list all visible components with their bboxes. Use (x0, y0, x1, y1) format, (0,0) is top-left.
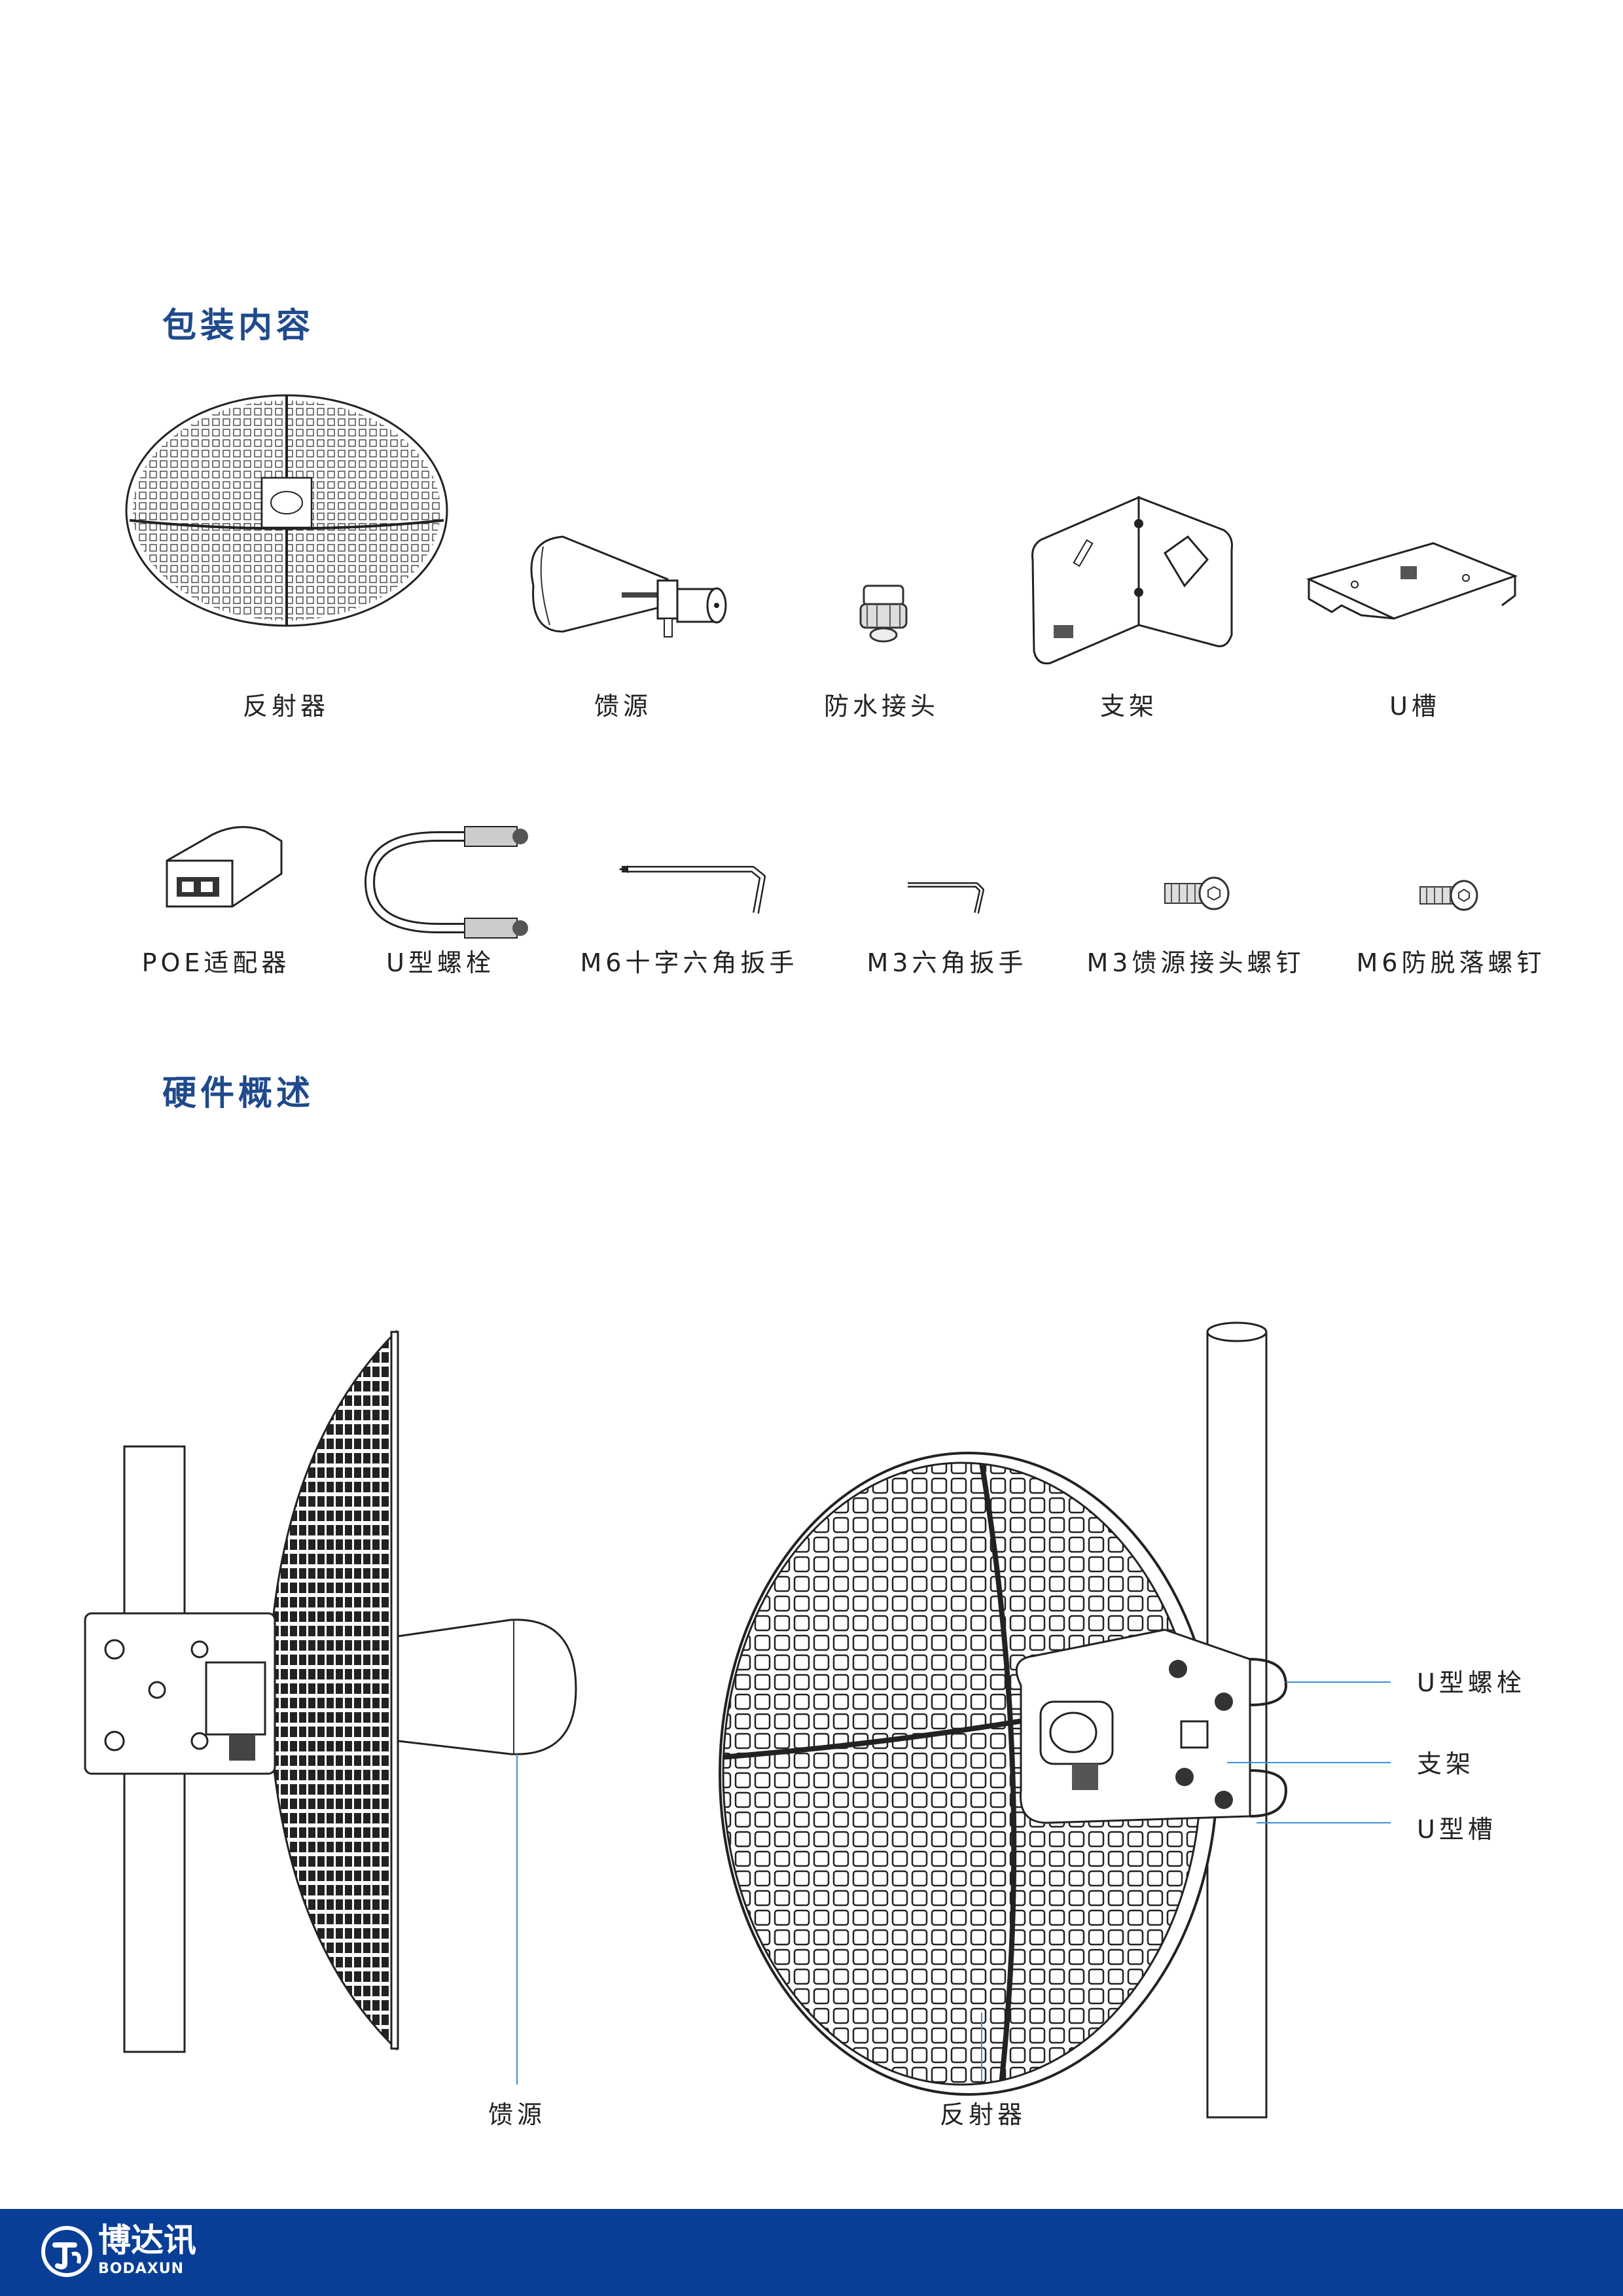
section-title-hardware: 硬件概述 (162, 1074, 315, 1113)
brand-name: 博达讯 (98, 2221, 196, 2259)
perspective-view-illustration (719, 1321, 1391, 2119)
item-label-poe-adapter: POE适配器 (141, 948, 291, 977)
m3-wrench-illustration (908, 882, 984, 914)
section-title-package: 包装内容 (162, 306, 315, 346)
item-label-bracket: 支架 (1099, 692, 1158, 721)
m3-feed-screw-illustration (1164, 876, 1230, 910)
u-bolt-illustration (364, 826, 528, 939)
callout-reflector: 反射器 (939, 2100, 1027, 2129)
callout-feed: 馈源 (488, 2100, 546, 2129)
item-label-m6-wrench: M6十字六角扳手 (580, 948, 798, 977)
m6-anti-drop-screw-illustration (1419, 880, 1478, 911)
u-slot-illustration (1306, 542, 1518, 620)
item-label-m6-anti-drop-screw: M6防脱落螺钉 (1356, 948, 1546, 977)
waterproof-joint-illustration (859, 584, 908, 643)
item-label-reflector: 反射器 (242, 692, 330, 721)
item-label-m3-wrench: M3六角扳手 (866, 948, 1027, 977)
feed-illustration (530, 535, 727, 637)
bracket-illustration (1031, 495, 1233, 665)
item-label-feed: 馈源 (594, 692, 652, 721)
m6-wrench-illustration (618, 865, 766, 914)
reflector-illustration (125, 394, 448, 627)
item-label-u-bolt: U型螺栓 (386, 948, 495, 977)
callout-u-slot: U型槽 (1417, 1815, 1497, 1844)
poe-adapter-illustration (166, 826, 283, 908)
item-label-waterproof-joint: 防水接头 (823, 692, 940, 721)
item-label-u-slot: U槽 (1389, 692, 1440, 721)
footer-bar (0, 2209, 1623, 2296)
brand-name-en: BODAXUN (98, 2261, 184, 2277)
callout-u-bolt: U型螺栓 (1417, 1668, 1525, 1697)
side-view-illustration (84, 1329, 577, 2085)
brand-logo-icon (41, 2226, 92, 2277)
callout-bracket: 支架 (1417, 1749, 1475, 1778)
item-label-m3-feed-screw: M3馈源接头螺钉 (1086, 948, 1305, 977)
